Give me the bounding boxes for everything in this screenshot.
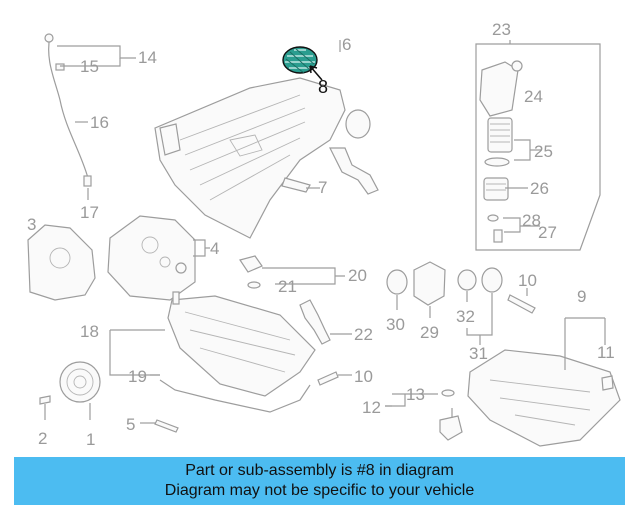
callout-16[interactable]: 16 — [90, 113, 109, 132]
callout-28[interactable]: 28 — [522, 211, 541, 230]
callout-13[interactable]: 13 — [406, 385, 425, 404]
callout-23[interactable]: 23 — [492, 20, 511, 39]
callout-1[interactable]: 1 — [86, 430, 95, 449]
callout-30[interactable]: 30 — [386, 315, 405, 334]
callout-2[interactable]: 2 — [38, 429, 47, 448]
callout-32[interactable]: 32 — [456, 307, 475, 326]
valve-cover — [109, 291, 316, 413]
parts-diagram: 14 15 16 17 8 6 7 23 24 — [27, 20, 621, 449]
info-banner: Part or sub-assembly is #8 in diagram Di… — [14, 457, 625, 505]
callout-19[interactable]: 19 — [128, 367, 147, 386]
callout-7[interactable]: 7 — [318, 178, 327, 197]
callout-3[interactable]: 3 — [27, 215, 36, 234]
callout-8[interactable]: 8 — [318, 77, 328, 97]
callout-22[interactable]: 22 — [354, 325, 373, 344]
callout-21[interactable]: 21 — [278, 277, 297, 296]
callout-29[interactable]: 29 — [420, 323, 439, 342]
callout-15[interactable]: 15 — [80, 57, 99, 76]
callout-17[interactable]: 17 — [80, 203, 99, 222]
callout-11[interactable]: 11 — [597, 343, 615, 362]
callout-18[interactable]: 18 — [80, 322, 99, 341]
callout-20[interactable]: 20 — [348, 266, 367, 285]
oil-pan — [385, 317, 621, 447]
intake-manifold — [154, 40, 379, 239]
callout-9[interactable]: 9 — [577, 287, 586, 306]
timing-covers — [27, 215, 210, 301]
callout-31[interactable]: 31 — [469, 344, 488, 363]
pcv-hose — [299, 299, 352, 386]
callout-6[interactable]: 6 — [342, 35, 351, 54]
oil-cooler — [386, 261, 503, 345]
callout-26[interactable]: 26 — [530, 179, 549, 198]
callout-27[interactable]: 27 — [538, 223, 557, 242]
callout-25[interactable]: 25 — [534, 142, 553, 161]
callout-24[interactable]: 24 — [524, 87, 543, 106]
gasket-parts-20-21 — [239, 255, 345, 289]
crank-pulley — [39, 361, 179, 433]
banner-line-2: Diagram may not be specific to your vehi… — [164, 482, 475, 499]
callout-12[interactable]: 12 — [362, 398, 381, 417]
callout-4[interactable]: 4 — [210, 239, 219, 258]
part-8-cap[interactable] — [282, 46, 318, 74]
callout-10b[interactable]: 10 — [354, 367, 373, 386]
oil-filter-box — [475, 40, 601, 251]
callout-10a[interactable]: 10 — [518, 271, 537, 290]
sensor-10 — [507, 288, 536, 314]
dipstick-assembly — [44, 33, 136, 200]
callout-14[interactable]: 14 — [138, 48, 157, 67]
callout-5[interactable]: 5 — [126, 415, 135, 434]
banner-line-1: Part or sub-assembly is #8 in diagram — [185, 462, 454, 479]
